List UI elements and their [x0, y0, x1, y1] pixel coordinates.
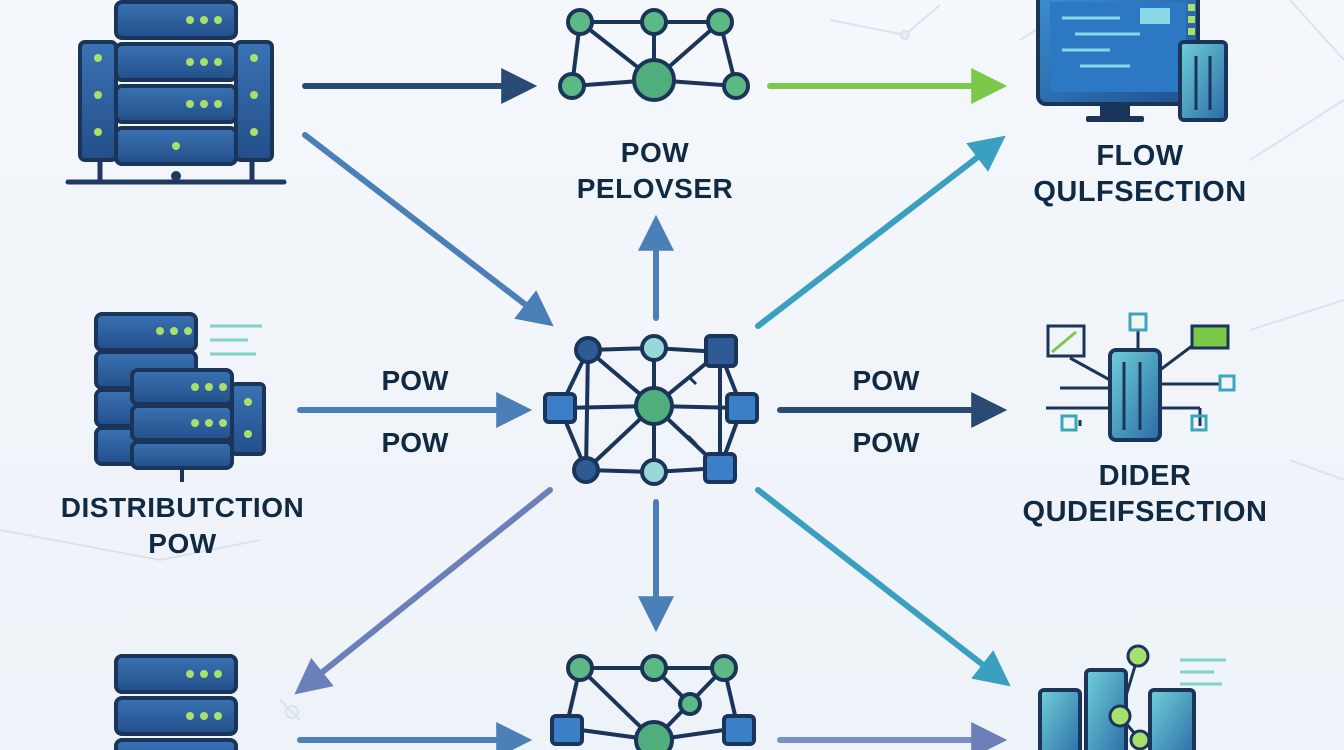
hub-network-icon: [543, 334, 759, 486]
arrow-hub-to-bottom-right: [755, 487, 1011, 687]
server-rack-bottom-icon: [114, 654, 238, 750]
node-title: FLOW: [1096, 140, 1184, 172]
server-tower-icon: [1046, 312, 1236, 442]
edge-label-left-bottom: POW: [381, 427, 449, 458]
arrow-top-server-to-hub: [302, 132, 554, 327]
data-cluster-icon: [1038, 644, 1226, 750]
arrows: [294, 68, 1011, 750]
node-label-distribution-pow: DISTRIBUTCTION POW: [40, 490, 325, 562]
edge-label-left-top: POW: [381, 365, 449, 396]
server-stack-icon: [94, 312, 266, 482]
node-subtitle: POW: [148, 528, 217, 559]
node-label-dider-qudeifsection: DIDER QUDEIFSECTION: [1005, 458, 1285, 530]
network-graph-bottom-icon: [550, 654, 756, 750]
node-label-flow-qulfsection: FLOW QULFSECTION: [1020, 138, 1260, 210]
node-title: DIDER: [1098, 460, 1192, 492]
network-graph-icon: [558, 8, 750, 102]
node-subtitle: QUDEIFSECTION: [1022, 496, 1268, 528]
node-title: POW: [620, 137, 690, 168]
arrow-hub-to-bottom-left: [294, 487, 553, 695]
node-subtitle: PELOVSER: [576, 173, 734, 204]
node-title: DISTRIBUTCTION: [60, 492, 305, 523]
node-label-pow-pelovser: POW PELOVSER: [555, 135, 755, 207]
node-subtitle: QULFSECTION: [1033, 176, 1247, 208]
edge-label-right-top: POW: [852, 365, 920, 396]
server-rack-icon: [65, 0, 287, 185]
monitor-icon: [1036, 0, 1228, 122]
edge-label-right-bottom: POW: [852, 427, 920, 458]
arrow-hub-to-monitor: [755, 135, 1006, 329]
